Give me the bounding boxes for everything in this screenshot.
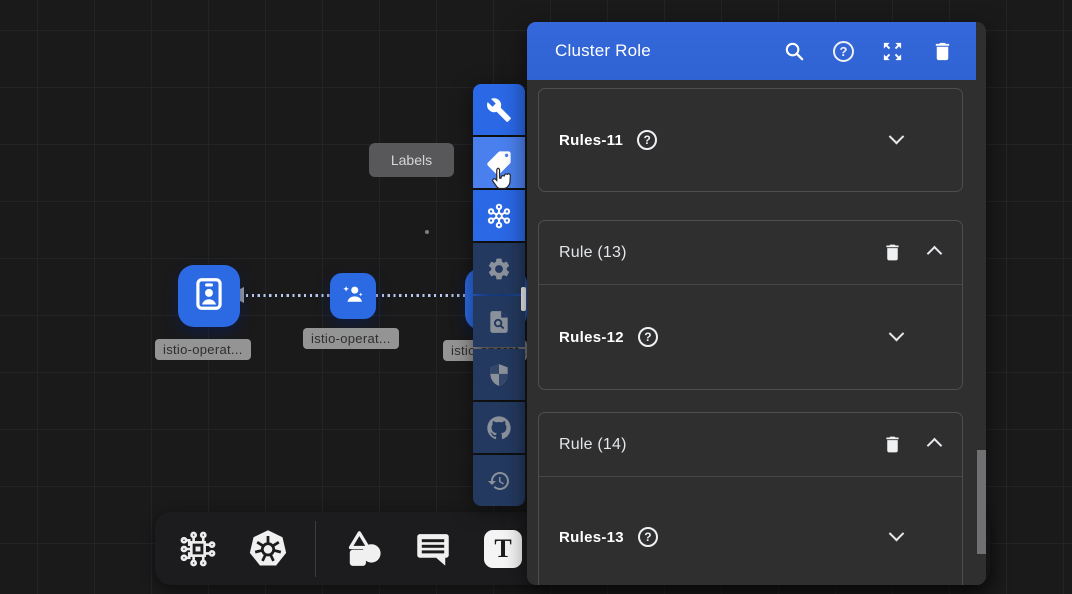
kubernetes-icon[interactable] (245, 526, 291, 572)
settings-gear-button[interactable] (473, 243, 525, 294)
edge-bend-dot (425, 230, 429, 234)
rule-title: Rule (13) (559, 243, 627, 261)
chevron-up-icon[interactable] (926, 242, 943, 264)
delete-rule-icon[interactable] (882, 242, 903, 263)
rules-label: Rules-13 (559, 528, 624, 546)
shapes-icon[interactable] (340, 526, 386, 572)
rule-card-header: Rule (14) (539, 413, 962, 477)
help-icon[interactable]: ? (637, 327, 658, 347)
rule-card-header: Rule (13) (539, 221, 962, 285)
chevron-down-icon[interactable] (888, 525, 905, 547)
rules-row: Rules-13 ? (539, 477, 962, 585)
rule-card: Rule (13) Rules-12 ? (538, 220, 963, 390)
id-badge-icon (190, 275, 228, 318)
rule-title: Rule (14) (559, 435, 627, 453)
panel-title: Cluster Role (555, 41, 651, 60)
mouse-cursor-hand (487, 164, 517, 201)
delete-panel-icon[interactable] (931, 40, 954, 63)
tooltip-text: Labels (390, 152, 433, 168)
rules-card: Rules-11 ? (538, 88, 963, 192)
node-service-account[interactable] (178, 265, 240, 327)
chevron-up-icon[interactable] (926, 434, 943, 456)
help-icon[interactable]: ? (637, 130, 658, 150)
document-search-button[interactable] (473, 296, 525, 347)
rule-card: Rule (14) Rules-13 ? (538, 412, 963, 585)
hub-network-tool-button[interactable] (473, 190, 525, 241)
github-button[interactable] (473, 402, 525, 453)
panel-scrollbar[interactable] (977, 450, 986, 554)
panel-header: Cluster Role ? (527, 22, 976, 80)
chevron-down-icon[interactable] (888, 128, 905, 150)
rules-row: Rules-11 ? (539, 89, 962, 191)
text-tool-glyph: T (484, 529, 522, 568)
wrench-tool-button[interactable] (473, 84, 525, 135)
cluster-role-panel: Cluster Role ? (527, 22, 986, 585)
help-icon[interactable]: ? (833, 40, 854, 62)
chip-network-icon[interactable] (175, 526, 221, 572)
rules-label: Rules-12 (559, 328, 624, 346)
history-button[interactable] (473, 455, 525, 506)
help-icon[interactable]: ? (637, 527, 658, 547)
text-tool-icon[interactable]: T (480, 526, 526, 572)
comment-icon[interactable] (410, 526, 456, 572)
labels-tooltip: Labels (369, 143, 454, 177)
edge-dotted-left (246, 294, 330, 297)
rules-label: Rules-11 (559, 131, 624, 149)
chevron-down-icon[interactable] (888, 325, 905, 347)
delete-rule-icon[interactable] (882, 434, 903, 455)
node-cluster-role-binding[interactable] (330, 273, 376, 319)
shield-button[interactable] (473, 349, 525, 400)
edge-dotted-right (376, 294, 470, 297)
search-icon[interactable] (783, 40, 806, 63)
rules-row: Rules-12 ? (539, 285, 962, 389)
panel-body[interactable]: Rules-11 ? Rule (13) (527, 80, 986, 585)
node-label: istio-operat... (303, 328, 399, 349)
expand-icon[interactable] (881, 40, 904, 63)
drag-handle[interactable] (521, 287, 526, 311)
user-sparkle-icon (339, 280, 367, 313)
left-toolbar (473, 84, 525, 506)
node-label: istio-operat... (155, 339, 251, 360)
toolbar-divider (315, 520, 316, 577)
